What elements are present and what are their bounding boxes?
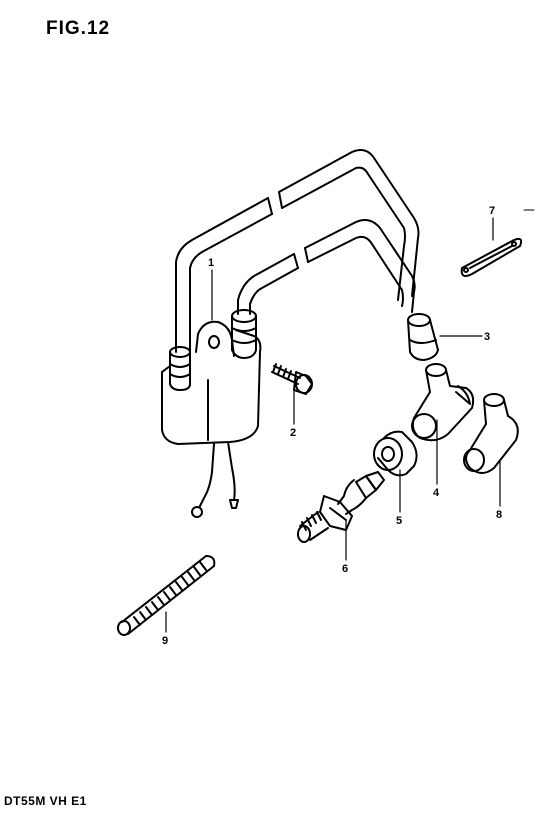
callout-9: 9 (162, 635, 168, 647)
model-code: DT55M VH E1 (4, 794, 87, 808)
callout-labels: 1 2 3 4 5 6 7 8 9 (162, 205, 502, 647)
spark-plug (297, 471, 385, 543)
bolt (271, 363, 313, 395)
callout-6: 6 (342, 563, 348, 575)
callout-7: 7 (489, 205, 495, 217)
spark-plug-cap (411, 363, 475, 442)
callout-5: 5 (396, 515, 402, 527)
callout-8: 8 (496, 509, 502, 521)
clamp (460, 237, 523, 277)
figure-title: FIG.12 (46, 18, 111, 39)
callout-3: 3 (484, 331, 490, 343)
high-tension-cord (117, 555, 216, 636)
high-tension-cords (175, 149, 420, 353)
plug-cap-small (407, 313, 439, 361)
callout-1: 1 (208, 257, 214, 269)
callout-2: 2 (290, 427, 296, 439)
leader-lines (165, 209, 535, 633)
spark-plug-cap-2 (463, 393, 519, 474)
washer-ring (373, 430, 418, 477)
ignition-coil (161, 309, 262, 518)
callout-4: 4 (433, 487, 440, 499)
